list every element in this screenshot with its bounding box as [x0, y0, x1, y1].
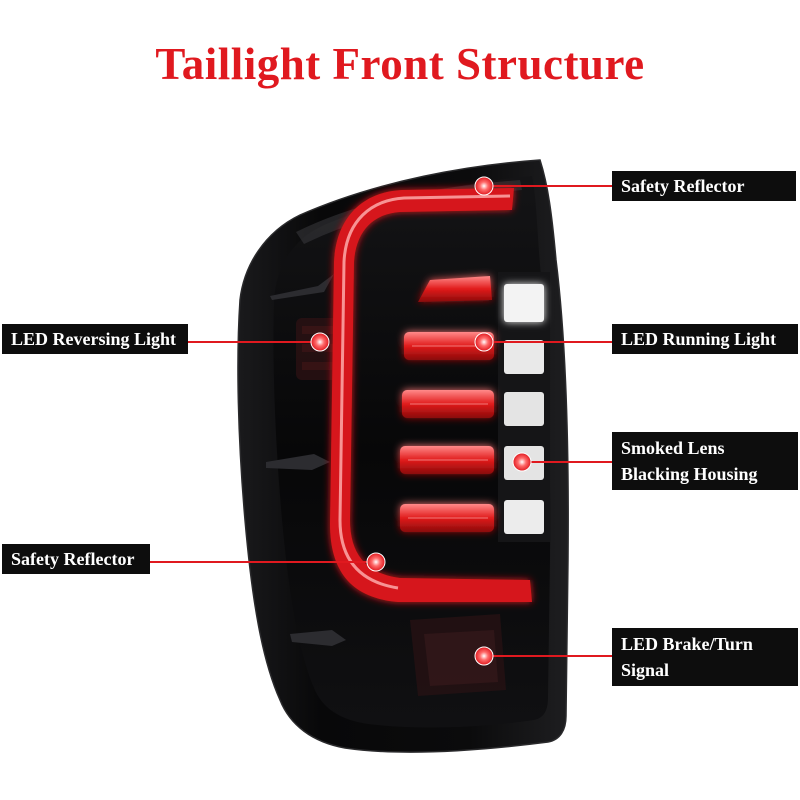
- label-line: LED Running Light: [621, 329, 777, 349]
- label-led-reversing-light: LED Reversing Light: [2, 324, 188, 354]
- callout-dots: [310, 176, 532, 666]
- label-smoked-lens: Smoked Lens Blacking Housing: [612, 432, 798, 490]
- label-line: Safety Reflector: [621, 176, 745, 196]
- label-line: LED Reversing Light: [11, 329, 177, 349]
- running-light-column: [498, 272, 550, 542]
- label-line: LED Brake/Turn: [621, 634, 753, 654]
- label-line: Smoked Lens: [621, 438, 725, 458]
- label-led-running-light: LED Running Light: [612, 324, 798, 354]
- callout-lines: [150, 185, 612, 657]
- label-line: Blacking Housing: [621, 464, 758, 484]
- label-safety-reflector-bottom: Safety Reflector: [2, 544, 150, 574]
- led-bars: [400, 276, 494, 532]
- label-safety-reflector-top: Safety Reflector: [612, 171, 796, 201]
- diagram-title: Taillight Front Structure: [155, 39, 645, 89]
- label-line: Signal: [621, 660, 670, 680]
- label-line: Safety Reflector: [11, 549, 135, 569]
- label-led-brake-turn-signal: LED Brake/Turn Signal: [612, 628, 798, 686]
